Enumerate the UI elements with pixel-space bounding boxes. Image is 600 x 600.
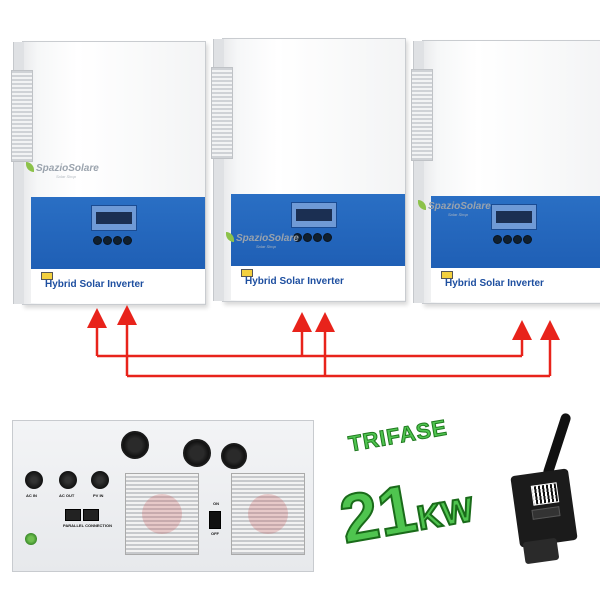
heatsink-fins: [211, 67, 233, 159]
control-button: [103, 236, 112, 245]
inverter-label: Hybrid Solar Inverter: [45, 279, 144, 290]
rj45-port: [65, 509, 81, 521]
inverter-label: Hybrid Solar Inverter: [245, 276, 344, 287]
ac-out-port: [59, 471, 77, 489]
cable-gland: [221, 443, 247, 469]
inverter-control-panel: [431, 196, 600, 268]
parallel-connection-label: PARALLEL CONNECTION: [63, 523, 112, 528]
qr-code: [530, 482, 560, 506]
lcd-screen: [91, 205, 137, 231]
watermark-logo: SpazioSolare Solar Shop: [26, 162, 99, 179]
control-button: [303, 233, 312, 242]
power-unit: KW: [413, 490, 477, 539]
lcd-screen: [491, 204, 537, 230]
inverter-side: [213, 39, 224, 301]
cooling-fan: [125, 473, 199, 555]
control-button: [93, 236, 102, 245]
control-button: [503, 235, 512, 244]
ac-in-label: AC IN: [26, 493, 37, 498]
lcd-screen: [291, 202, 337, 228]
ground-terminal: [25, 533, 37, 545]
leaf-icon: [26, 162, 34, 172]
inverter-unit-3: Hybrid Solar Inverter: [411, 40, 600, 304]
heatsink-fins: [11, 70, 33, 162]
watermark-logo: SpazioSolare Solar Shop: [418, 200, 491, 217]
power-number: 21: [333, 469, 423, 559]
leaf-icon: [226, 232, 234, 242]
switch-off-label: OFF: [211, 531, 219, 536]
inverter-control-panel: [231, 194, 405, 266]
leaf-icon: [418, 200, 426, 210]
control-button: [323, 233, 332, 242]
ac-out-label: AC OUT: [59, 493, 75, 498]
control-button: [113, 236, 122, 245]
pv-in-port: [91, 471, 109, 489]
inverter-bottom: [431, 268, 600, 302]
warning-sticker: [441, 271, 453, 279]
cooling-fan: [231, 473, 305, 555]
warning-sticker: [241, 269, 253, 277]
pv-in-label: PV IN: [93, 493, 104, 498]
control-button: [123, 236, 132, 245]
heatsink-fins: [411, 69, 433, 161]
inverter-side: [413, 41, 424, 303]
cable-gland: [121, 431, 149, 459]
switch-on-label: ON: [213, 501, 219, 506]
inverter-bottom: [31, 269, 205, 303]
control-button: [313, 233, 322, 242]
ac-in-port: [25, 471, 43, 489]
control-button: [293, 233, 302, 242]
watermark-logo: SpazioSolare Solar Shop: [226, 232, 299, 249]
inverter-bottom: [231, 266, 405, 300]
dongle-connector: [522, 537, 560, 565]
rj45-port: [83, 509, 99, 521]
inverter-rear-panel: AC IN AC OUT PV IN PARALLEL CONNECTION O…: [12, 420, 314, 572]
inverter-unit-1: Hybrid Solar Inverter: [11, 41, 206, 305]
control-button: [523, 235, 532, 244]
control-button: [513, 235, 522, 244]
inverter-control-panel: [31, 197, 205, 269]
warning-sticker: [41, 272, 53, 280]
power-switch: [209, 511, 221, 529]
inverter-side: [13, 42, 24, 304]
inverter-unit-2: Hybrid Solar Inverter: [211, 38, 406, 302]
control-button: [493, 235, 502, 244]
inverter-label: Hybrid Solar Inverter: [445, 278, 544, 289]
cable-gland: [183, 439, 211, 467]
